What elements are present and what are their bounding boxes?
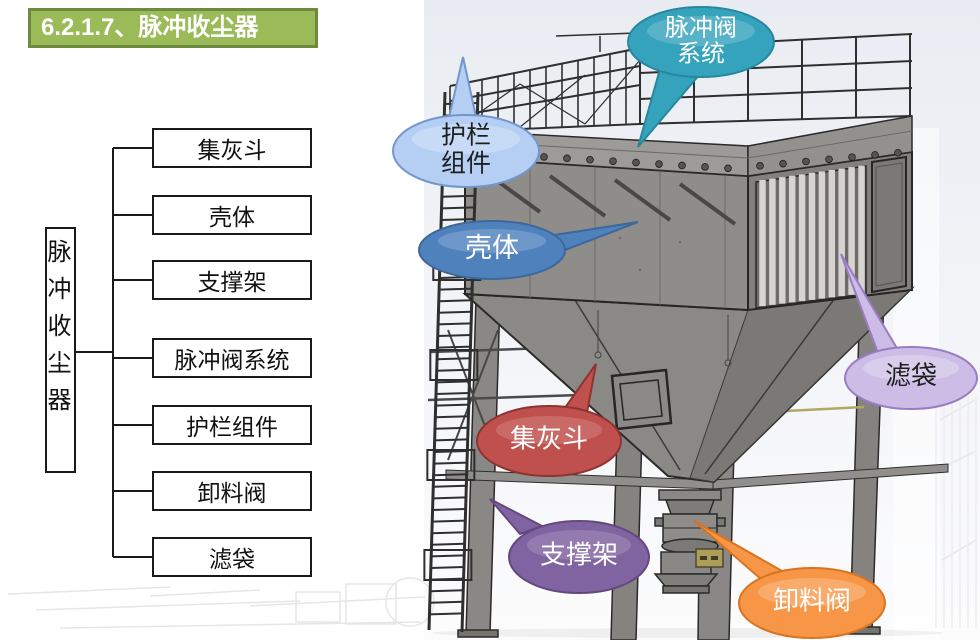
valve-actuator xyxy=(695,548,724,568)
callout-label-discharge-valve: 卸料阀 xyxy=(772,586,852,616)
filter-bag-panel-graphic xyxy=(747,150,913,312)
hopper-access-door xyxy=(610,368,673,431)
tree-item-shell: 壳体 xyxy=(152,195,312,235)
tree-root-box: 脉冲收尘器 xyxy=(43,227,76,473)
callout-guardrail xyxy=(392,56,540,188)
callout-label-filter-bag: 滤袋 xyxy=(884,361,938,391)
side-door-panel xyxy=(871,155,907,294)
tree-connector-lines xyxy=(75,147,152,558)
tree-item-discharge-valve: 卸料阀 xyxy=(152,471,312,511)
tree-item-dust-hopper: 集灰斗 xyxy=(152,128,312,168)
callout-label-guardrail: 护栏组件 xyxy=(440,122,492,178)
callout-filter-bag xyxy=(840,253,978,410)
dust-collector-graphic xyxy=(423,27,949,640)
discharge-valve-graphic xyxy=(653,489,726,594)
callout-label-pulse-valve-system: 脉冲阀系统 xyxy=(665,15,737,68)
callout-support-frame xyxy=(489,498,650,594)
callout-label-dust-hopper: 集灰斗 xyxy=(509,424,589,454)
callout-discharge-valve xyxy=(693,520,886,639)
callout-dust-hopper xyxy=(476,363,622,477)
callout-shell xyxy=(418,220,639,280)
callout-label-shell: 壳体 xyxy=(465,233,519,264)
tree-item-pulse-valve-system: 脉冲阀系统 xyxy=(152,338,312,378)
page-title: 6.2.1.7、脉冲收尘器 xyxy=(28,8,318,48)
callout-label-support-frame: 支撑架 xyxy=(539,540,619,570)
tree-item-filter-bag: 滤袋 xyxy=(152,537,312,577)
callout-pulse-valve-system xyxy=(627,6,775,148)
tree-item-guardrail: 护栏组件 xyxy=(152,405,312,445)
hopper-graphic xyxy=(462,286,915,484)
watermark-sketch xyxy=(7,396,977,629)
guardrail-graphic xyxy=(449,27,913,133)
tree-item-support-frame: 支撑架 xyxy=(152,260,312,300)
cross-beams-graphic xyxy=(427,344,949,490)
